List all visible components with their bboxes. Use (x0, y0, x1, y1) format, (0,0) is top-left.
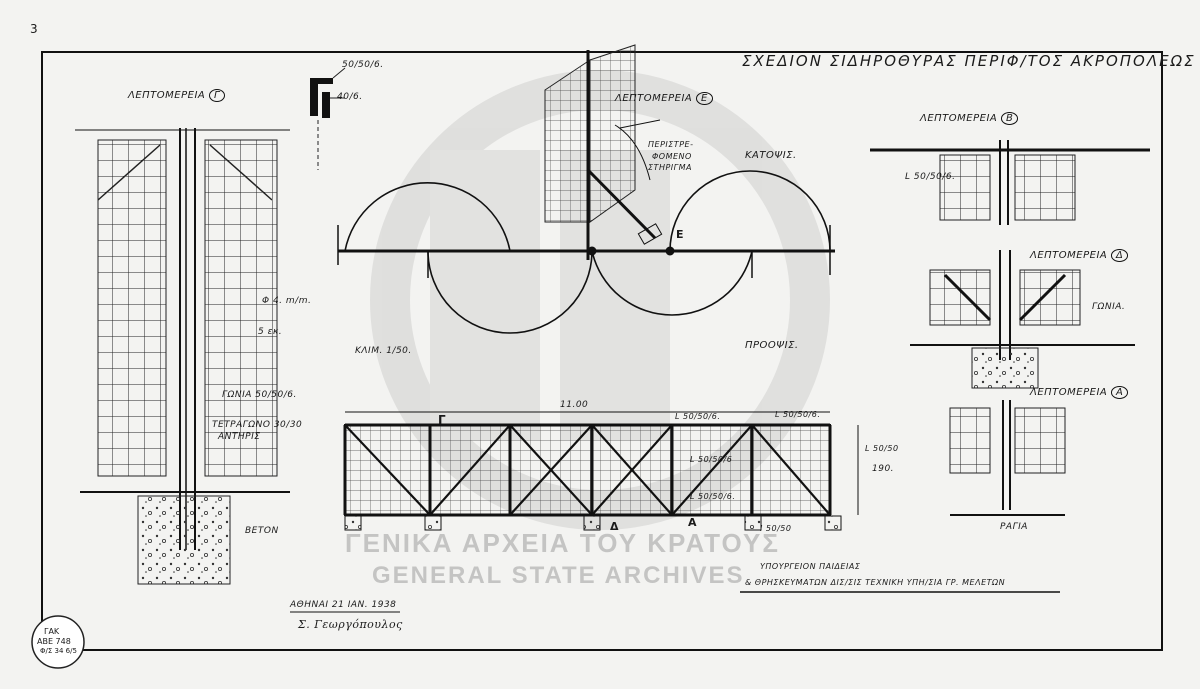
elevation-view (343, 411, 859, 531)
elevation-title: ΠΡΟΟΨΙΣ. (745, 340, 799, 351)
detail-alpha-label: ΛΕΠΤΟΜΕΡΕΙΑ Α (1030, 386, 1129, 399)
spacing-label: 5 εκ. (258, 327, 283, 337)
elevation-label-5: L 50/50 (865, 444, 899, 453)
watermark-greek: ΓΕΝΙΚΑ ΑΡΧΕΙΑ ΤΟΥ ΚΡΑΤΟΥΣ (345, 528, 780, 558)
profile-side-label: 40/6. (337, 92, 363, 102)
detail-beta-drawing (870, 140, 1150, 225)
detail-gamma-label: ΛΕΠΤΟΜΕΡΕΙΑ Γ (128, 89, 226, 102)
plan-view (337, 170, 835, 334)
elevation-label-1: L 50/50/6. (675, 412, 721, 421)
gonia-label: ΓΩΝΙΑ 50/50/6. (222, 390, 297, 400)
dept-label: & ΘΡΗΣΚΕΥΜΑΤΩΝ ΔΙΣ/ΣΙΣ ΤΕΧΝΙΚΗ ΥΠΗ/ΣΙΑ Γ… (745, 578, 1006, 587)
elevation-label-3: L 50/50/6 (690, 455, 733, 464)
height-dimension: 190. (872, 464, 895, 474)
watermark-english: GENERAL STATE ARCHIVES (372, 562, 745, 589)
page-corner-number: 3 (30, 22, 38, 36)
pivot-note-2: ΦΟΜΕΝΟ (652, 152, 692, 161)
stamp-line-2: ΑΒΕ 748 (37, 637, 71, 646)
detail-epsilon-drawing (544, 44, 663, 260)
delta-gonia-label: ΓΩΝΙΑ. (1092, 302, 1126, 312)
drawing-title: ΣΧΕΔΙΟΝ ΣΙΔΗΡΟΘΥΡΑΣ ΠΕΡΙΦ/ΤΟΣ ΑΚΡΟΠΟΛΕΩΣ (742, 52, 1196, 70)
antiris-label: ΑΝΤΗΡΙΣ (218, 432, 261, 442)
profile-top-label: 50/50/6. (342, 60, 384, 70)
pivot-note-1: ΠΕΡΙΣΤΡΕ- (648, 140, 694, 149)
elevation-label-6: I 50/50 (760, 524, 792, 533)
tetragono-label: ΤΕΤΡΑΓΩΝΟ 30/30 (212, 420, 303, 430)
elevation-label-4: L 50/50/6. (690, 492, 736, 501)
phi-label: Φ 4. m/m. (262, 296, 312, 306)
elevation-label-2: L 50/50/6. (775, 410, 821, 419)
profile-section (310, 67, 346, 170)
sheet-border (41, 51, 1163, 651)
detail-beta-label: ΛΕΠΤΟΜΕΡΕΙΑ Β (920, 112, 1019, 125)
beton-label: ΒΕΤΟΝ (245, 526, 279, 536)
elevation-delta-mark: Δ (610, 520, 619, 533)
stamp-line-3: Φ/Σ 34 6/5 (40, 647, 77, 655)
elevation-alpha-mark: Α (688, 516, 697, 529)
ministry-label: ΥΠΟΥΡΓΕΙΟΝ ΠΑΙΔΕΙΑΣ (760, 562, 861, 571)
detail-alpha-drawing (949, 400, 1066, 516)
archive-stamp (31, 615, 85, 669)
width-dimension: 11.00 (560, 400, 589, 410)
plan-title: ΚΑΤΟΨΙΣ. (745, 150, 797, 161)
pivot-note-3: ΣΤΗΡΙΓΜΑ (648, 163, 692, 172)
ragia-label: ΡΑΓΙΑ (1000, 522, 1028, 532)
stamp-line-1: ΓΑΚ (44, 627, 60, 636)
signature: Σ. Γεωργόπουλος (298, 618, 403, 631)
detail-epsilon-label: ΛΕΠΤΟΜΕΡΕΙΑ Ε (615, 92, 713, 105)
elevation-gamma-mark: Γ (438, 413, 446, 427)
beta-label: L 50/50/6. (905, 172, 956, 182)
detail-delta-label: ΛΕΠΤΟΜΕΡΕΙΑ Δ (1030, 249, 1129, 262)
date-label: ΑΘΗΝΑΙ 21 ΙΑΝ. 1938 (290, 600, 397, 610)
plan-e-mark: Ε (676, 228, 684, 241)
detail-gamma-drawing (75, 128, 290, 585)
detail-delta-drawing (910, 250, 1135, 389)
scale-label: ΚΛΙΜ. 1/50. (355, 346, 412, 356)
